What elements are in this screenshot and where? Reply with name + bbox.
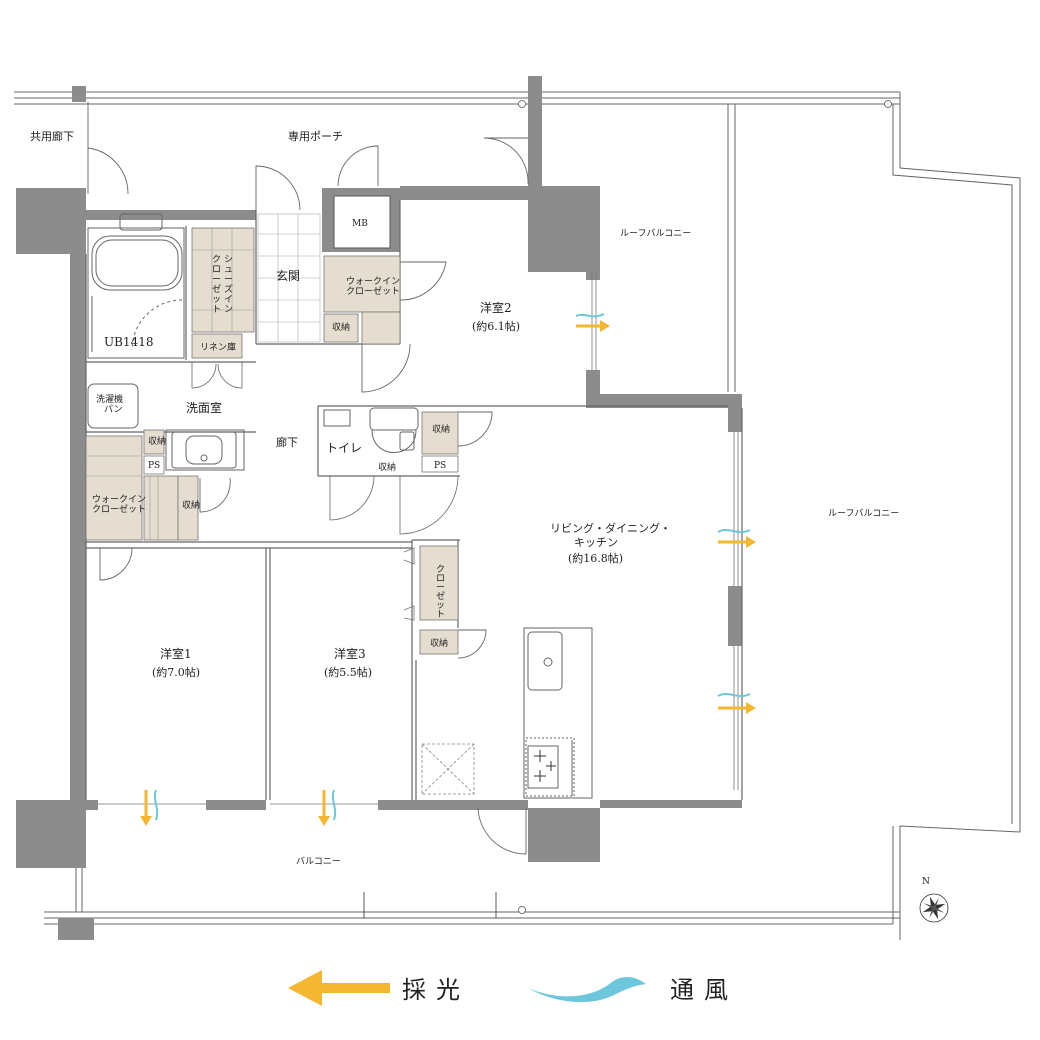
label-balcony: バルコニー: [296, 856, 341, 867]
svg-text:ゼ: ゼ: [436, 590, 445, 602]
svg-text:シ: シ: [224, 255, 233, 265]
svg-text:ゼ: ゼ: [212, 283, 221, 295]
svg-text:ク: ク: [436, 564, 445, 575]
label-western1-size: (約7.0帖): [152, 665, 200, 679]
svg-text:イ: イ: [224, 295, 233, 305]
genkan-tiles: [257, 213, 321, 343]
label-toilet: トイレ: [326, 441, 362, 455]
label-wic-left-2: クローゼット: [92, 503, 146, 515]
label-washroom: 洗面室: [186, 400, 222, 415]
label-storage-toilet-2: 収納: [378, 461, 396, 473]
svg-text:ッ: ッ: [436, 601, 445, 611]
label-washer-1: 洗濯機: [96, 393, 123, 405]
label-storage-wash: 収納: [148, 435, 166, 447]
kitchen: [523, 627, 593, 799]
compass-north-label: N: [922, 877, 930, 887]
windows: [98, 272, 739, 805]
railings: [14, 91, 1021, 940]
airflow-indicators: [140, 313, 756, 826]
label-wic-left-1: ウォークイン: [92, 494, 146, 505]
label-ldk-2: キッチン: [574, 536, 618, 549]
label-ps-left: PS: [148, 461, 160, 471]
label-ldk-1: リビング・ダイニング・: [550, 521, 671, 535]
svg-text:ュ: ュ: [224, 265, 233, 275]
compass-icon: [919, 893, 949, 923]
label-storage-wic: 収納: [182, 499, 200, 511]
svg-text:ー: ー: [224, 275, 233, 285]
svg-text:ク: ク: [212, 254, 221, 265]
label-mb: MB: [352, 219, 368, 229]
label-shoes-closet: シ ュ ー ズ イ ン ク ロ ー ゼ ッ ト: [212, 254, 233, 315]
label-ldk-size: (約16.8帖): [568, 551, 623, 565]
label-western3-size: (約5.5帖): [324, 665, 372, 679]
mb-room: [333, 195, 391, 249]
doors: [87, 102, 529, 855]
label-wic-top-1: ウォークイン: [346, 276, 400, 287]
label-western2-size: (約6.1帖): [472, 319, 520, 333]
light-arrow-icon: [288, 970, 390, 1006]
label-washer-2: パン: [104, 404, 122, 415]
label-roof-balcony-east: ルーフバルコニー: [828, 508, 899, 519]
svg-text:ッ: ッ: [212, 295, 221, 305]
legend: 採光 通風: [288, 970, 738, 1006]
svg-text:ン: ン: [224, 305, 233, 315]
closet-door-marks: [403, 547, 415, 621]
svg-text:ロ: ロ: [212, 265, 221, 275]
label-ub: UB1418: [104, 335, 153, 349]
label-western1-name: 洋室1: [160, 646, 192, 661]
label-ps-right: PS: [434, 461, 446, 471]
label-storage-ldk: 収納: [430, 637, 448, 649]
label-roof-balcony-north: ルーフバルコニー: [620, 228, 691, 239]
svg-text:ズ: ズ: [224, 283, 233, 295]
railing-posts: [363, 100, 892, 918]
ps-box-right: [421, 455, 459, 473]
svg-text:ト: ト: [436, 610, 445, 620]
toilet-doors: [329, 475, 459, 535]
label-corridor: 廊下: [276, 435, 298, 449]
svg-text:ー: ー: [212, 275, 221, 285]
room-labels: 共用廊下 専用ポーチ MB ルーフバルコニー ルーフバルコニー 玄関 シ ュ ー…: [30, 129, 899, 867]
wind-wave-icon: [528, 976, 646, 1003]
label-genkan: 玄関: [276, 268, 300, 283]
label-storage-toilet: 収納: [432, 423, 450, 435]
label-common-corridor: 共用廊下: [30, 129, 74, 143]
fridge-space: [421, 743, 475, 795]
label-western2-name: 洋室2: [480, 300, 512, 315]
svg-text:ロ: ロ: [436, 574, 445, 584]
ps-box-left: [143, 455, 165, 475]
label-western3-name: 洋室3: [334, 646, 366, 661]
storage-areas: [85, 227, 459, 655]
label-storage-genkan: 収納: [332, 321, 350, 333]
label-private-porch: 専用ポーチ: [288, 130, 343, 143]
toilet-fixture: [323, 407, 419, 453]
label-closet-vertical: ク ロ ー ゼ ッ ト: [436, 564, 445, 620]
svg-text:ト: ト: [212, 305, 221, 315]
svg-text:ー: ー: [436, 583, 445, 593]
washer-pan: [87, 383, 139, 429]
storage-details: [86, 228, 254, 540]
bathroom: [87, 213, 185, 359]
legend-wind-label: 通風: [670, 976, 738, 1004]
label-linen: リネン庫: [200, 341, 236, 353]
label-wic-top-2: クローゼット: [346, 285, 400, 297]
vanity: [165, 429, 245, 471]
legend-light-label: 採光: [402, 976, 470, 1004]
linen-doors: [191, 362, 243, 389]
